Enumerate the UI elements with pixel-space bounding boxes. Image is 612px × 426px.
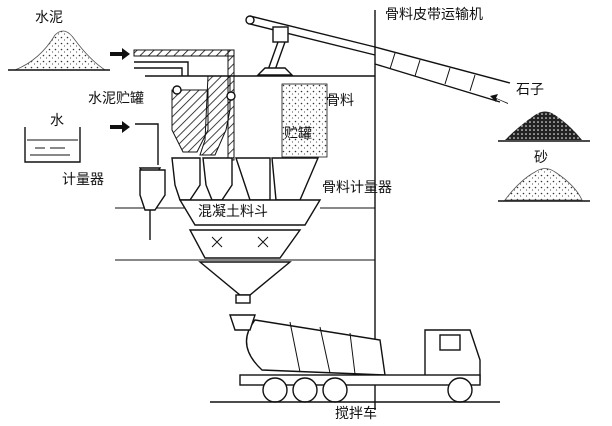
sand-pile: [504, 168, 583, 201]
mixer-truck: [229, 314, 481, 403]
cement-silo-1: [171, 89, 209, 153]
meter-label: 计量器: [62, 172, 104, 188]
belt-conveyor-label: 骨料皮带运输机: [385, 7, 483, 23]
cement-silo-2: [199, 75, 231, 156]
cement-silo-label: 水泥贮罐: [88, 91, 144, 107]
cement-label: 水泥: [35, 10, 63, 26]
stone-label: 石子: [516, 82, 544, 98]
aggregate-label: 骨料: [326, 93, 354, 109]
concrete-hopper-label: 混凝土料斗: [198, 204, 268, 220]
aggregate-silo: [281, 83, 328, 158]
arrow-icon: [110, 121, 130, 133]
arrow-icon: [490, 94, 508, 104]
arrow-icon: [110, 48, 130, 60]
aggregate-meter-label: 骨料计量器: [322, 180, 392, 196]
stone-pile: [505, 111, 582, 140]
cement-pile: [14, 30, 107, 71]
water-label: 水: [50, 113, 64, 129]
mixer-truck-label: 搅拌车: [335, 405, 377, 422]
aggregate-silo-label: 贮罐: [284, 126, 312, 142]
concrete-hopper: [178, 199, 322, 226]
sand-label: 砂: [534, 150, 548, 166]
